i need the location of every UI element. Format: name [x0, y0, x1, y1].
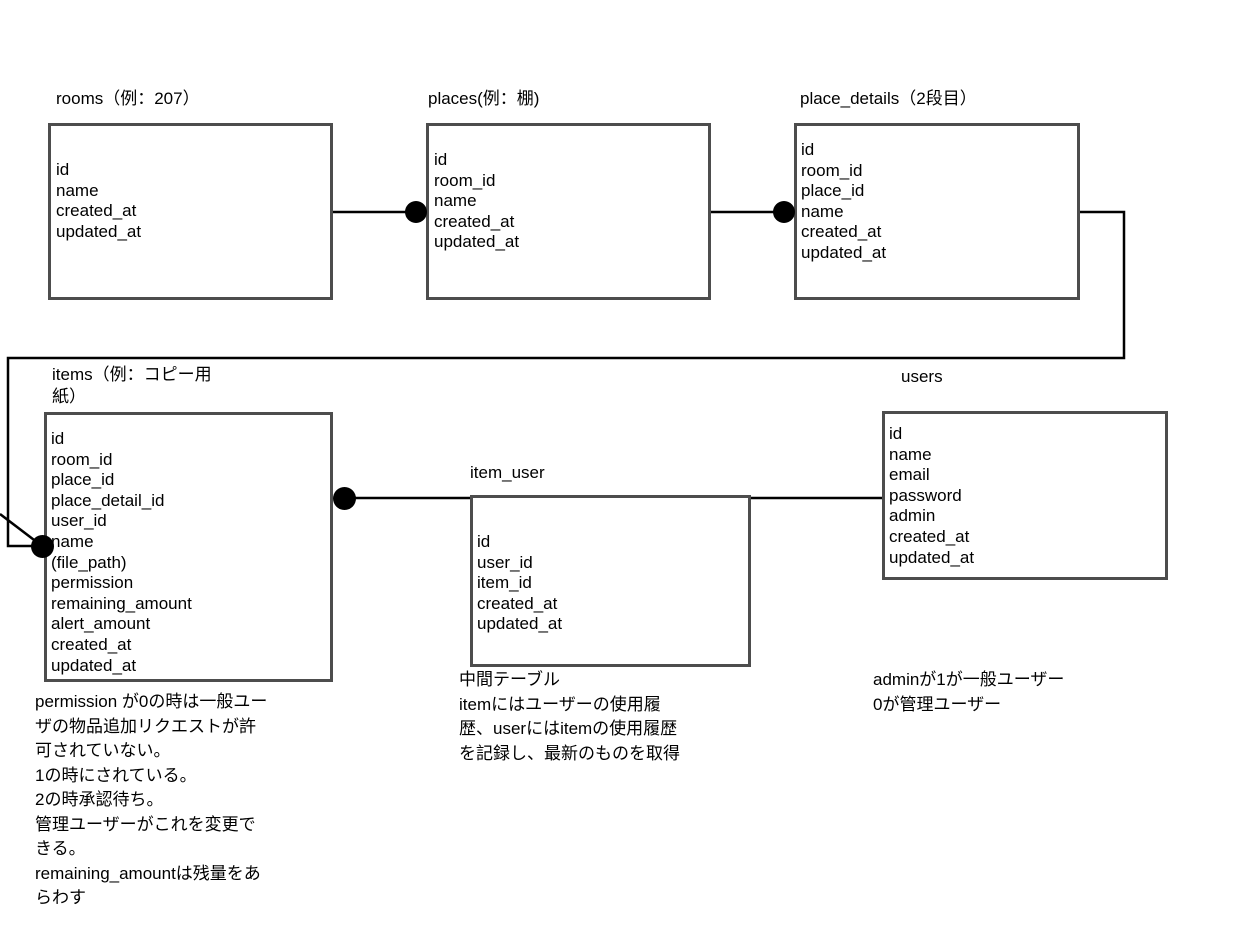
field-items-3: place_detail_id [51, 490, 165, 510]
entity-title-place-details: place_details（2段目） [800, 89, 977, 108]
field-items-11: updated_at [51, 655, 137, 675]
field-items-2: place_id [51, 470, 115, 490]
field-items-4: user_id [51, 511, 107, 531]
field-rooms-3: updated_at [56, 221, 142, 241]
field-items-7: permission [51, 573, 134, 593]
field-rooms-0: id [56, 160, 70, 179]
relation-dot-items-name [31, 535, 54, 558]
field-place-details-4: created_at [801, 222, 882, 242]
relation-dot-places [405, 201, 427, 223]
field-users-0: id [889, 424, 903, 443]
note-items-permission: permission が0の時は一般ユー ザの物品追加リクエストが許 可されてい… [35, 692, 268, 907]
field-items-1: room_id [51, 449, 113, 469]
field-place-details-0: id [801, 140, 815, 159]
field-place-details-3: name [801, 201, 844, 221]
field-item-user-0: id [477, 532, 491, 551]
field-list-places: id room_id name created_at updated_at [434, 150, 519, 253]
field-users-2: email [889, 465, 930, 485]
field-item-user-2: item_id [477, 573, 532, 593]
field-items-5: name [51, 531, 94, 551]
field-items-6: (file_path) [51, 552, 127, 572]
field-items-8: remaining_amount [51, 593, 192, 613]
field-places-4: updated_at [434, 232, 520, 252]
entity-title-item-user: item_user [470, 463, 545, 482]
note-users-admin: adminが1が一般ユーザー 0が管理ユーザー [873, 670, 1065, 714]
field-list-users: id name email password admin created_at … [889, 424, 974, 568]
field-item-user-3: created_at [477, 593, 558, 613]
entity-title-rooms: rooms（例：207） [56, 89, 200, 108]
field-rooms-1: name [56, 180, 99, 200]
note-item-user: 中間テーブル itemにはユーザーの使用履 歴、userにはitemの使用履歴 … [459, 670, 680, 763]
field-place-details-5: updated_at [801, 242, 887, 262]
field-items-0: id [51, 429, 65, 448]
field-list-rooms: id name created_at updated_at [56, 160, 141, 242]
field-list-items: id room_id place_id place_detail_id user… [51, 429, 192, 676]
field-places-3: created_at [434, 211, 515, 231]
field-items-9: alert_amount [51, 614, 151, 634]
field-places-0: id [434, 150, 448, 169]
entity-title-users: users [901, 367, 943, 386]
entity-title-places: places(例：棚) [428, 89, 540, 108]
field-list-item-user: id user_id item_id created_at updated_at [477, 532, 562, 635]
field-users-1: name [889, 444, 932, 464]
field-users-5: created_at [889, 526, 970, 546]
field-item-user-4: updated_at [477, 614, 563, 634]
relation-dot-place-details [773, 201, 795, 223]
field-places-1: room_id [434, 170, 496, 190]
field-list-place-details: id room_id place_id name created_at upda… [801, 140, 886, 264]
field-users-6: updated_at [889, 547, 975, 567]
field-rooms-2: created_at [56, 201, 137, 221]
field-place-details-1: room_id [801, 160, 863, 180]
field-places-2: name [434, 191, 477, 211]
field-items-10: created_at [51, 634, 132, 654]
field-item-user-1: user_id [477, 552, 533, 572]
relation-dot-items-right [333, 487, 356, 510]
field-users-4: admin [889, 506, 936, 526]
field-users-3: password [889, 485, 962, 505]
field-place-details-2: place_id [801, 181, 865, 201]
entity-title-items: items（例：コピー用 紙） [52, 365, 212, 406]
